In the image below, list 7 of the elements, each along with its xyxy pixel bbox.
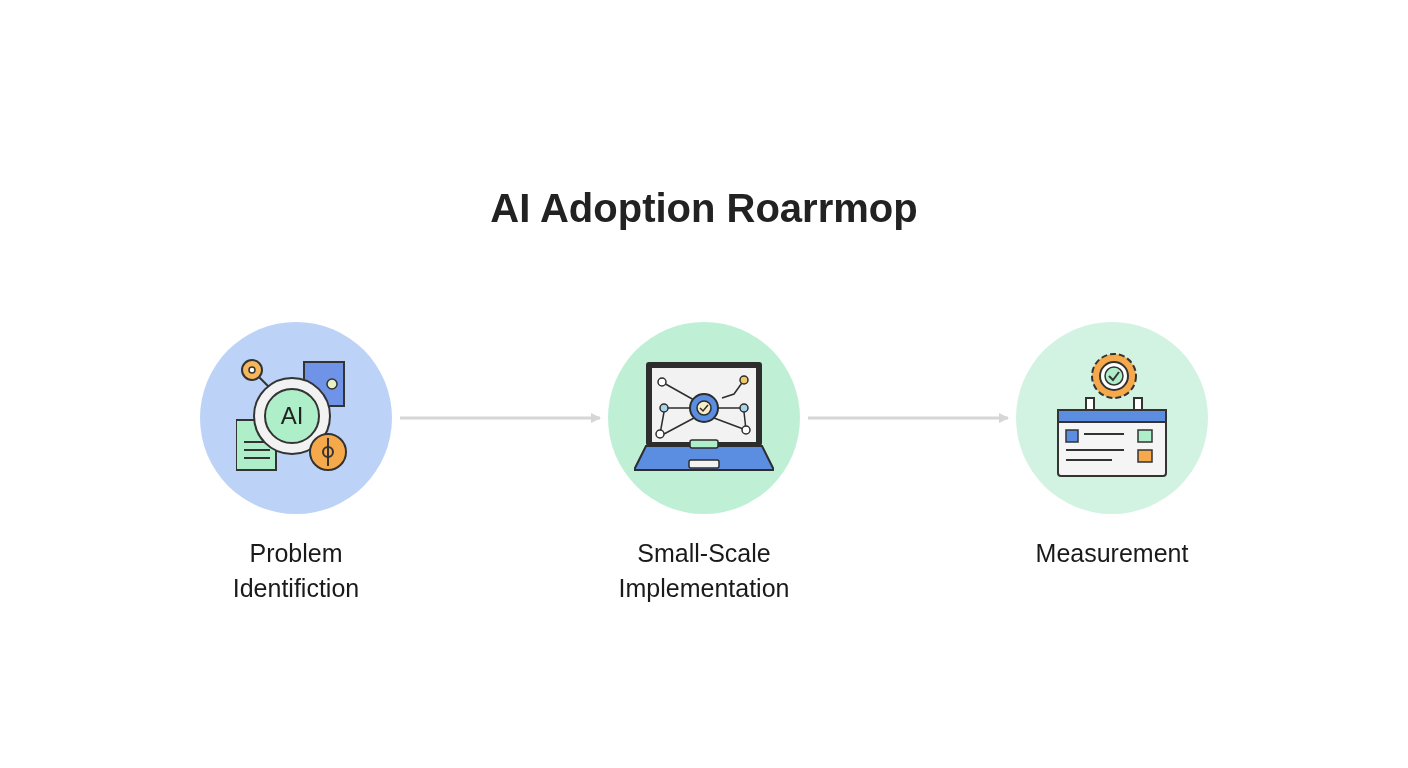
diagram-title: AI Adoption Roarrmop [489, 185, 919, 232]
step-label: Small-Scale Implementation [617, 538, 791, 604]
step-label: Measurement [1034, 538, 1190, 569]
ai-text: AI [279, 401, 305, 431]
arrow [808, 413, 1009, 423]
step-label: Problem Identifiction [231, 538, 361, 604]
arrow [400, 413, 601, 423]
